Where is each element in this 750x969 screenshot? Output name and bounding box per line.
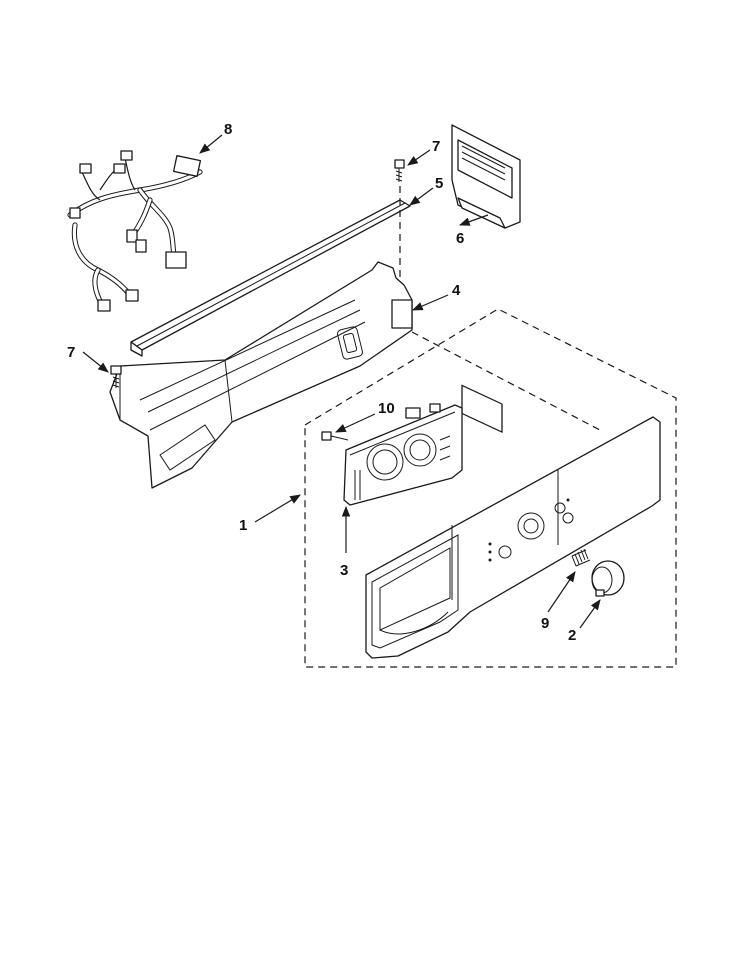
- console-panel: [365, 416, 661, 659]
- callout-6: 6: [456, 230, 464, 247]
- callout-9: 9: [541, 615, 549, 632]
- callout-3: 3: [340, 562, 348, 579]
- ui-board-screw: [321, 431, 349, 441]
- screw-right: [394, 159, 405, 182]
- console-assembly-outline: [304, 308, 677, 668]
- callout-10: 10: [378, 400, 395, 417]
- callout-4: 4: [452, 282, 461, 299]
- console-bracket: [109, 261, 413, 489]
- callout-7-left: 7: [67, 344, 75, 361]
- knob-spring: [571, 548, 591, 567]
- user-interface-board: [343, 403, 463, 506]
- callout-5: 5: [435, 175, 443, 192]
- callout-1: 1: [239, 517, 247, 534]
- callout-7-right: 7: [432, 138, 440, 155]
- electronic-control-module: [451, 124, 521, 433]
- wire-harness: [67, 150, 203, 312]
- callout-2: 2: [568, 627, 576, 644]
- control-knob: [591, 560, 625, 597]
- control-panel-rail: [130, 199, 411, 357]
- callout-8: 8: [224, 121, 232, 138]
- screw-left: [110, 365, 122, 388]
- leader-lines: [82, 134, 601, 629]
